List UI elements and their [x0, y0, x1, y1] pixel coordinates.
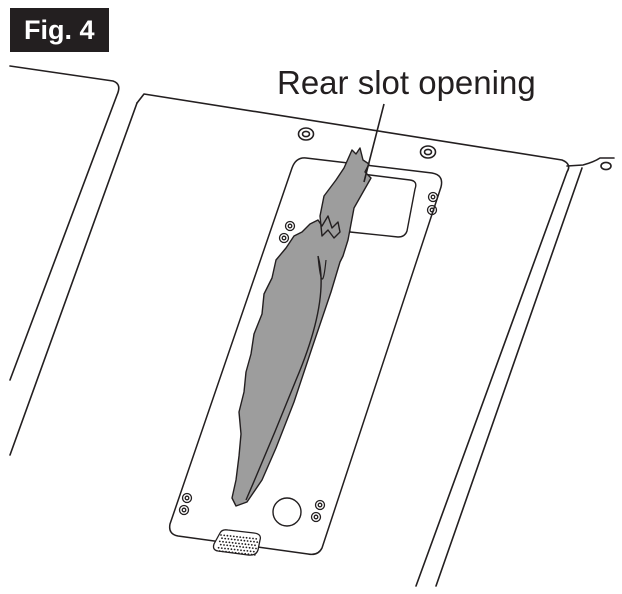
- grille-dot: [228, 541, 231, 544]
- grille-dot: [242, 536, 245, 539]
- grille-dot: [225, 541, 228, 543]
- grille-dot: [247, 543, 250, 546]
- grille-dot: [228, 551, 231, 553]
- grille-dot: [252, 550, 255, 553]
- grille-dot: [224, 547, 226, 550]
- plate-screw-top-right: [426, 191, 439, 216]
- grille-dot: [254, 544, 256, 547]
- grille-dot: [226, 544, 229, 547]
- grille-dot: [235, 545, 238, 548]
- grille-dot: [225, 550, 227, 553]
- figure-label: Fig. 4: [10, 8, 109, 52]
- grille-dot: [232, 545, 235, 547]
- grille-dot: [227, 538, 230, 540]
- grille-dot: [243, 539, 246, 542]
- grille-dot: [244, 543, 247, 546]
- grille-dot: [219, 543, 222, 546]
- grille-dot: [249, 550, 252, 553]
- grille-dot: [241, 543, 244, 545]
- grille-dot: [246, 540, 249, 542]
- saw-blade: [231, 147, 372, 507]
- grille-dot: [230, 538, 233, 541]
- grille-dot: [229, 535, 232, 537]
- grille-dot: [249, 540, 252, 543]
- grille-dot: [231, 551, 234, 554]
- grille-dot: [222, 540, 224, 543]
- grille-dot: [236, 535, 238, 538]
- callout-leader-line: [363, 103, 385, 183]
- grille-dot: [253, 554, 256, 556]
- main-table-top: [136, 93, 570, 587]
- table-screw-hole-right: [419, 145, 437, 159]
- grille-dot: [223, 544, 225, 546]
- grille-dot: [245, 536, 248, 539]
- plate-screw-bottom-right: [310, 499, 326, 523]
- grille-dot: [218, 550, 221, 552]
- grille-dot: [233, 548, 236, 551]
- grille-dot: [255, 547, 257, 550]
- plate-screw-bottom-left: [178, 492, 193, 516]
- grille-dot: [250, 544, 253, 546]
- grille-dot: [237, 552, 240, 554]
- grille-dot: [251, 547, 254, 549]
- throat-plate: [168, 157, 443, 556]
- grille-dot: [236, 549, 239, 551]
- left-table-extension: [9, 65, 120, 381]
- grille-dot: [218, 540, 221, 543]
- grille-dot: [246, 550, 249, 552]
- grille-dot: [232, 535, 235, 538]
- grille-dot: [248, 537, 251, 539]
- right-table-extension: [566, 157, 615, 167]
- grille-dot: [241, 552, 243, 555]
- vent-grille: [212, 529, 262, 556]
- left-extension-inner-edge: [9, 102, 138, 456]
- grille-dot: [240, 549, 242, 552]
- grille-dot: [255, 538, 258, 540]
- grille-dot: [221, 550, 224, 553]
- grille-dot: [229, 544, 232, 547]
- table-screw-hole-left: [297, 127, 315, 141]
- grille-dot: [220, 547, 223, 549]
- blade-riving-edge: [245, 255, 322, 501]
- grille-dot: [237, 539, 239, 541]
- grille-dot: [244, 552, 247, 555]
- grille-dot: [220, 534, 222, 536]
- grille-dot: [238, 542, 240, 545]
- grille-dot: [256, 541, 259, 543]
- grille-dot: [227, 547, 230, 550]
- rear-slot-opening-callout: Rear slot opening: [277, 64, 536, 101]
- right-extension-inner-edge: [435, 167, 583, 587]
- grille-dot: [243, 549, 246, 552]
- grille-dot: [250, 553, 253, 556]
- grille-dot: [239, 536, 242, 538]
- rear-slot-opening: [345, 171, 417, 238]
- grille-dot: [248, 546, 251, 549]
- finger-hole: [272, 497, 302, 527]
- grille-dot: [230, 548, 233, 551]
- grille-dot: [234, 551, 237, 554]
- grille-dot: [224, 537, 227, 540]
- grille-dot: [221, 537, 223, 540]
- grille-dot: [217, 546, 220, 549]
- grille-dot: [242, 546, 245, 548]
- grille-dot: [253, 540, 255, 543]
- extension-hole-icon: [600, 161, 612, 171]
- grille-dot: [234, 542, 237, 544]
- grille-dot: [247, 553, 250, 555]
- grille-dot: [231, 541, 234, 544]
- grille-dot: [239, 545, 241, 548]
- grille-dot: [223, 534, 226, 537]
- grille-dot: [240, 539, 243, 542]
- grille-dot: [252, 537, 254, 540]
- grille-dot: [245, 546, 248, 549]
- grille-dot: [226, 534, 229, 537]
- grille-dot: [233, 538, 236, 541]
- plate-screw-top-left: [278, 220, 296, 244]
